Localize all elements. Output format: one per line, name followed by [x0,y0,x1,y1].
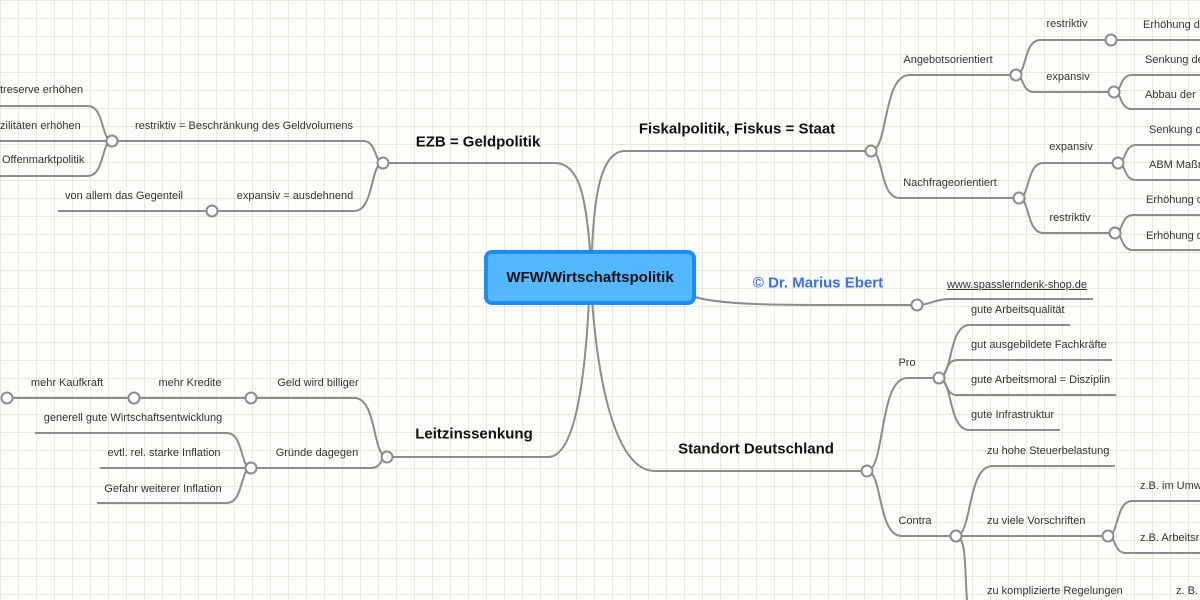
collapse-node-toggle[interactable] [244,391,258,405]
connector-line [383,162,591,251]
collapse-node-toggle[interactable] [1012,191,1026,205]
topic-nachfrage-expansiv[interactable]: expansiv [1049,141,1093,153]
central-topic-label: WFW/Wirtschaftspolitik [506,269,674,286]
connector-line [112,140,384,164]
shop-link[interactable]: www.spasslerndenk-shop.de [946,279,1088,291]
collapse-node-toggle[interactable] [380,450,394,464]
connector-line [387,299,590,458]
collapse-node-toggle[interactable] [1111,156,1125,170]
collapse-node-toggle[interactable] [1009,68,1023,82]
collapse-node-toggle[interactable] [864,144,878,158]
collapse-node-toggle[interactable] [910,298,924,312]
collapse-node-toggle[interactable] [1108,226,1122,240]
topic-regelungen[interactable]: zu komplizierte Regelungen [987,585,1123,597]
leaf[interactable]: Erhöhung d [1146,230,1200,242]
topic-angebot[interactable]: Angebotsorientiert [903,54,993,66]
topic-dagegen[interactable]: Gründe dagegen [275,447,359,459]
leaf[interactable]: Senkung de [1145,54,1200,66]
leaf[interactable]: gute Arbeitsmoral = Disziplin [971,374,1111,386]
central-topic[interactable]: WFW/Wirtschaftspolitik [484,250,696,305]
leaf[interactable]: z.B. im Umw [1140,480,1200,492]
topic-leitzins[interactable]: Leitzinssenkung [415,425,533,443]
leaf[interactable]: ABM Maßn [1149,159,1200,171]
connector-line [870,150,1019,199]
leaf[interactable]: evtl. rel. starke Inflation [107,447,221,459]
collapse-node-toggle[interactable] [932,371,946,385]
topic-ezb-expansiv[interactable]: expansiv = ausdehnend [236,190,354,202]
topic-kaufkraft[interactable]: mehr Kaufkraft [30,377,104,389]
connector-line [591,150,871,251]
connector-line [1018,162,1118,199]
topic-pro[interactable]: Pro [898,357,916,369]
connector-line [955,535,968,600]
topic-ezb[interactable]: EZB = Geldpolitik [415,133,541,151]
collapse-node-toggle[interactable] [1101,529,1115,543]
leaf[interactable]: gute Infrastruktur [971,409,1055,421]
topic-ezb-r-item[interactable]: treserve erhöhen [0,84,84,96]
leaf[interactable]: gut ausgebildete Fachkräfte [971,339,1107,351]
leaf[interactable]: Abbau der [1145,89,1196,101]
topic-ezb-r-item[interactable]: Offenmarktpolitik [2,154,85,166]
collapse-node-toggle[interactable] [1107,85,1121,99]
topic-vorschriften[interactable]: zu viele Vorschriften [987,515,1086,527]
collapse-node-toggle[interactable] [127,391,141,405]
connector-line [1015,39,1111,76]
connector-line [1107,500,1200,537]
collapse-node-toggle[interactable] [244,461,258,475]
leaf[interactable]: generell gute Wirtschaftsentwicklung [43,412,223,424]
topic-ezb-e-item[interactable]: von allem das Gegenteil [64,190,184,202]
collapse-node-toggle[interactable] [0,391,14,405]
topic-nachfrage-restriktiv[interactable]: restriktiv [1049,212,1091,224]
collapse-node-toggle[interactable] [949,529,963,543]
leaf[interactable]: Gefahr weiterer Inflation [104,483,222,495]
leaf[interactable]: Erhöhung d [1146,194,1200,206]
topic-angebot-expansiv[interactable]: expansiv [1046,71,1090,83]
leaf[interactable]: Senkung d [1149,124,1200,136]
topic-angebot-restriktiv[interactable]: restriktiv [1046,18,1088,30]
topic-standort[interactable]: Standort Deutschland [678,440,834,458]
leaf[interactable]: Erhöhung d [1143,19,1200,31]
collapse-node-toggle[interactable] [860,464,874,478]
connector-line [870,74,1016,152]
collapse-node-toggle[interactable] [105,134,119,148]
author-label: © Dr. Marius Ebert [752,274,884,292]
topic-ezb-r-item[interactable]: zilitäten erhöhen [0,120,81,132]
collapse-node-toggle[interactable] [1104,33,1118,47]
connector-line [938,324,1070,379]
connector-line [212,162,384,212]
leaf[interactable]: zu hohe Steuerbelastung [987,445,1110,457]
leaf[interactable]: z.B. Arbeitsr [1140,532,1200,544]
topic-billiger[interactable]: Geld wird billiger [277,377,359,389]
connector-line [866,377,939,472]
leaf[interactable]: z. B. [1176,585,1199,597]
topic-nachfrage[interactable]: Nachfrageorientiert [903,177,997,189]
topic-fiskal[interactable]: Fiskalpolitik, Fiskus = Staat [638,120,836,138]
topic-contra[interactable]: Contra [898,515,932,527]
collapse-node-toggle[interactable] [205,204,219,218]
topic-ezb-restriktiv[interactable]: restriktiv = Beschränkung des Geldvolume… [135,120,353,132]
connector-line [691,295,918,307]
topic-kredite[interactable]: mehr Kredite [158,377,222,389]
connector-line [591,299,867,472]
collapse-node-toggle[interactable] [376,156,390,170]
leaf[interactable]: gute Arbeitsqualität [971,304,1065,316]
